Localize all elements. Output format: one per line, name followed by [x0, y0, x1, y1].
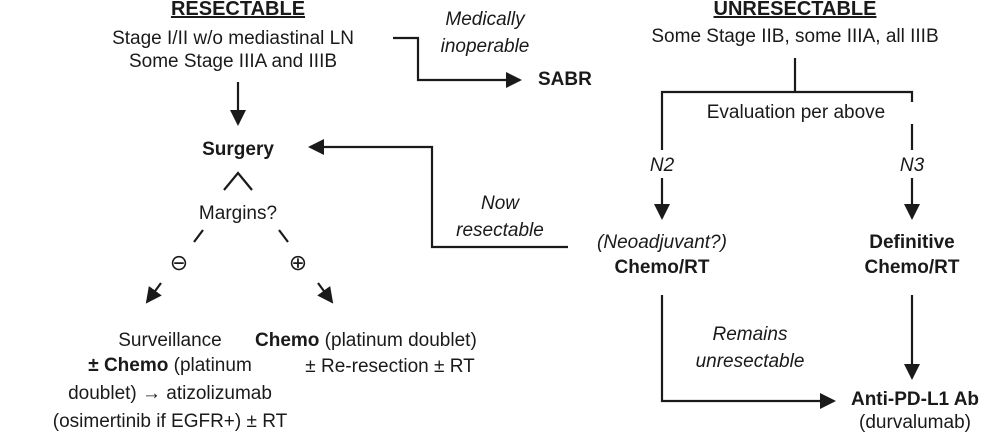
anti-pdl1-line1: Anti-PD-L1 Ab: [850, 389, 980, 410]
chemo-pos-line1: Chemo (platinum doublet): [255, 330, 477, 352]
surveillance-line2-rest: (platinum: [168, 355, 252, 376]
remains-unresectable-line1: Remains: [712, 324, 788, 345]
neoadjuvant-line1: (Neoadjuvant?): [597, 232, 727, 253]
margin-neg-dash: [193, 229, 204, 243]
definitive-line1: Definitive: [869, 232, 955, 253]
resectable-line2: Some Stage IIIA and IIIB: [128, 51, 338, 72]
positive-margin-icon: ⊕: [288, 250, 308, 275]
sabr-label: SABR: [538, 69, 592, 90]
surveillance-line1: Surveillance: [118, 330, 222, 351]
negative-margin-icon: ⊖: [169, 250, 189, 275]
remains-unresectable-line2: unresectable: [695, 351, 805, 372]
surveillance-chemo-bold: ± Chemo: [88, 355, 169, 376]
n2-label: N2: [649, 155, 675, 176]
margin-pos-dash: [278, 229, 289, 243]
arrow-to-surveillance: [145, 282, 162, 304]
resectable-line1: Stage I/II w/o mediastinal LN: [112, 28, 354, 49]
medically-inoperable-line2: inoperable: [440, 36, 530, 57]
margins-label: Margins?: [198, 203, 278, 224]
medically-inoperable-line1: Medically: [445, 9, 525, 30]
surveillance-line4: (osimertinib if EGFR+) ± RT: [52, 411, 288, 432]
arrow-to-sabr: [393, 36, 522, 88]
n3-label: N3: [899, 155, 925, 176]
surgery-label: Surgery: [202, 139, 274, 160]
surveillance-line3: doublet) → atizolizumab: [68, 383, 272, 404]
definitive-line2: Chemo/RT: [864, 257, 960, 278]
unresectable-heading: UNRESECTABLE: [713, 0, 877, 20]
chemo-pos-line2: ± Re-resection ± RT: [305, 356, 475, 377]
unresectable-line1: Some Stage IIB, some IIIA, all IIIB: [651, 26, 939, 47]
evaluation-label: Evaluation per above: [676, 102, 916, 124]
surgery-caret: [223, 171, 253, 191]
chemo-pos-line1-rest: (platinum doublet): [319, 330, 477, 351]
surveillance-line2: ± Chemo (platinum: [40, 355, 300, 377]
resectable-heading: RESECTABLE: [170, 0, 306, 20]
chemo-pos-bold: Chemo: [255, 330, 320, 351]
now-resectable-line1: Now: [480, 193, 519, 214]
now-resectable-line2: resectable: [456, 220, 544, 241]
arrow-now-resectable: [308, 139, 568, 249]
anti-pdl1-line2: (durvalumab): [859, 412, 971, 433]
arrow-to-chemo-pos: [317, 282, 334, 304]
neoadjuvant-line2: Chemo/RT: [614, 257, 710, 278]
arrow-remains-unresectable: [660, 295, 836, 409]
